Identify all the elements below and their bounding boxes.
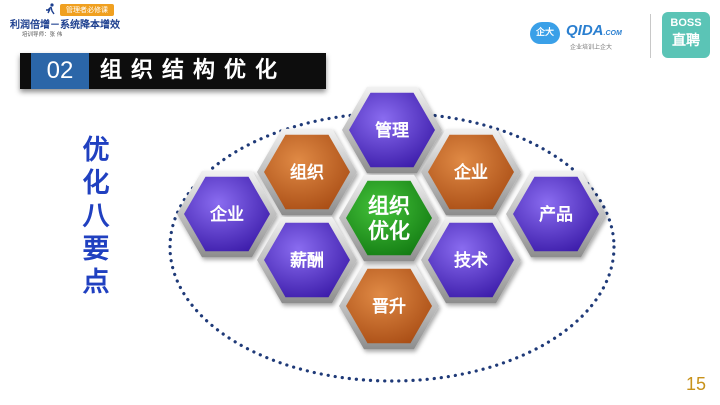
boss-logo: BOSS 直聘 — [662, 12, 710, 58]
boss-logo-line2: 直聘 — [672, 32, 700, 48]
hexagon-fill — [264, 134, 350, 210]
hexagon-fill — [346, 268, 432, 344]
hexagon-label: 组织 — [368, 194, 410, 218]
course-title: 利润倍增－系统降本增效 — [10, 20, 120, 31]
hexagon-label: 管理 — [375, 120, 409, 141]
qida-cloud-icon: 企大 — [530, 22, 560, 44]
section-number: 02 — [46, 57, 74, 84]
hexagon-label: 技术 — [454, 250, 488, 271]
section-number-box — [31, 53, 89, 89]
hexagon-3: 企业 — [421, 128, 521, 216]
vertical-label-char: 优 — [82, 135, 110, 166]
hexagon-4: 企业 — [177, 170, 277, 258]
hexagon-2: 组织 — [257, 128, 357, 216]
hexagon-fill — [346, 180, 432, 256]
logo-divider — [650, 14, 651, 58]
hexagon-label: 企业 — [453, 162, 488, 183]
boss-logo-line1: BOSS — [670, 17, 702, 29]
qida-logo: 企大 QIDA.COM 企业培训上企大 — [530, 20, 640, 54]
hexagon-7: 技术 — [421, 216, 521, 304]
hexagon-fill — [428, 222, 514, 298]
hexagon-label: 晋升 — [372, 297, 406, 317]
hexagon-label: 企业 — [209, 204, 244, 225]
hexagon-fill — [264, 222, 350, 298]
vertical-label-char: 八 — [82, 201, 110, 232]
hexagon-1: 管理 — [342, 86, 442, 174]
runner-icon — [46, 3, 55, 15]
vertical-label-char: 化 — [82, 168, 110, 199]
vertical-label-char: 要 — [82, 234, 110, 265]
hexagon-fill — [349, 92, 435, 168]
course-tag: 管理者必修课 — [60, 4, 114, 16]
hexagon-label: 组织 — [290, 162, 324, 183]
vertical-label: 优 化 八 要 点 — [78, 134, 114, 299]
page-number: 15 — [685, 374, 706, 394]
course-teacher: 培训导师：张 伟 — [22, 32, 63, 38]
hexagon-6: 薪酬 — [257, 216, 357, 304]
section-title: 组织结构优化 — [100, 58, 287, 83]
hexagon-fill — [513, 176, 599, 252]
vertical-label-char: 点 — [82, 267, 110, 298]
hexagon-label: 优化 — [368, 219, 410, 243]
course-badge: 管理者必修课 利润倍增－系统降本增效 培训导师：张 伟 — [8, 3, 158, 38]
qida-brand: QIDA.COM — [566, 22, 622, 39]
hexagon-label: 薪酬 — [290, 251, 324, 271]
qida-slogan: 企业培训上企大 — [570, 44, 613, 51]
hexagon-8: 晋升 — [339, 262, 439, 350]
hexagon-label: 产品 — [539, 204, 573, 225]
hexagon-fill — [184, 176, 270, 252]
hexagon-fill — [428, 134, 514, 210]
hexagon-5: 产品 — [506, 170, 606, 258]
